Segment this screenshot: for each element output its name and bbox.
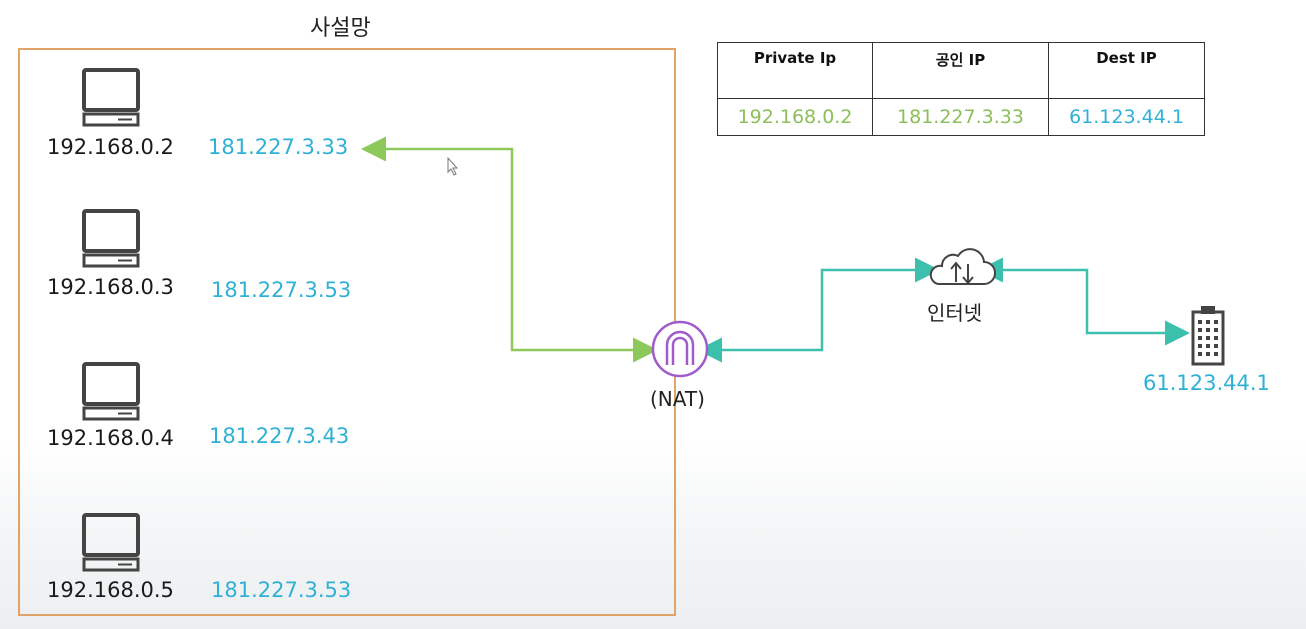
host-public-ip-3: 181.227.3.43 bbox=[209, 424, 350, 448]
cloud-icon bbox=[929, 248, 996, 285]
host-private-ip-3: 192.168.0.4 bbox=[47, 426, 174, 450]
server-connection-line bbox=[978, 257, 1190, 346]
computer-icon-3 bbox=[82, 362, 140, 421]
nat-translation-table: Private Ip 공인 IP Dest IP 192.168.0.2 181… bbox=[717, 42, 1205, 136]
computer-icon-2 bbox=[82, 209, 140, 268]
host-public-ip-1: 181.227.3.33 bbox=[208, 135, 349, 159]
table-header-dest-ip: Dest IP bbox=[1048, 42, 1205, 99]
nat-gateway-icon bbox=[651, 320, 709, 378]
host-private-ip-1: 192.168.0.2 bbox=[47, 135, 174, 159]
private-network-title: 사설망 bbox=[310, 16, 371, 41]
table-cell-public-ip: 181.227.3.33 bbox=[872, 98, 1049, 136]
server-building-icon bbox=[1191, 306, 1225, 366]
host-private-ip-4: 192.168.0.5 bbox=[47, 578, 174, 602]
host-private-ip-2: 192.168.0.3 bbox=[47, 275, 174, 299]
mouse-cursor-icon bbox=[447, 156, 459, 176]
table-header-private-ip: Private Ip bbox=[717, 42, 873, 99]
lan-connection-line bbox=[361, 136, 658, 363]
table-header-public-ip: 공인 IP bbox=[872, 42, 1049, 99]
internet-label: 인터넷 bbox=[927, 301, 983, 325]
wan-connection-line bbox=[697, 257, 940, 363]
host-public-ip-4: 181.227.3.53 bbox=[211, 578, 352, 602]
table-row: 192.168.0.2 181.227.3.33 61.123.44.1 bbox=[717, 98, 1205, 136]
table-cell-dest-ip: 61.123.44.1 bbox=[1048, 98, 1205, 136]
server-ip-label: 61.123.44.1 bbox=[1143, 371, 1270, 395]
computer-icon-4 bbox=[82, 513, 140, 572]
table-header-row: Private Ip 공인 IP Dest IP bbox=[717, 42, 1205, 99]
host-public-ip-2: 181.227.3.53 bbox=[211, 278, 352, 302]
nat-label: (NAT) bbox=[650, 387, 705, 411]
computer-icon-1 bbox=[82, 68, 140, 127]
table-cell-private-ip: 192.168.0.2 bbox=[717, 98, 873, 136]
